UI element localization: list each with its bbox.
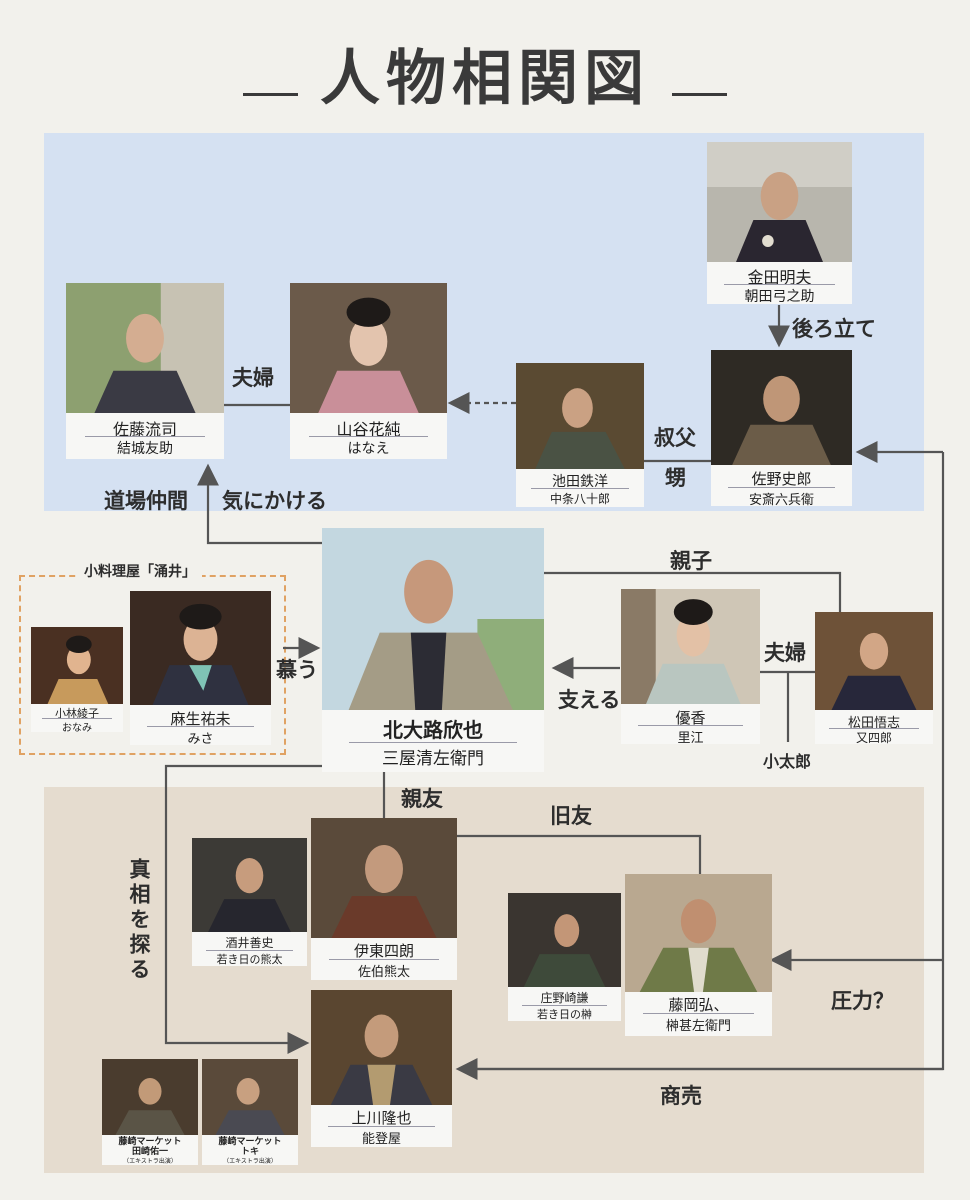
portrait-matsuda: [815, 612, 933, 710]
line-kyuyu: [457, 834, 702, 876]
label-shitau: 慕う: [276, 657, 318, 682]
label-atsuryoku: 圧力？: [831, 988, 894, 1013]
label-fuufu-mid: 夫婦: [764, 640, 806, 665]
portrait-shonosaki: [508, 893, 621, 987]
card-yamaya[interactable]: 山谷花純 はなえ: [290, 283, 447, 459]
label-sasaeru: 支える: [558, 687, 621, 712]
page-title: 人物相関図: [0, 30, 970, 117]
portrait-fujioka: [625, 874, 772, 992]
arrow-shinso: [164, 764, 322, 1054]
label-ushirodate: 後ろ立て: [792, 316, 876, 341]
label-dojo: 道場仲間: [104, 488, 188, 513]
portrait-ito: [311, 818, 457, 938]
portrait-sato: [66, 283, 224, 413]
card-sakai[interactable]: 酒井善史 若き日の熊太: [192, 838, 307, 966]
portrait-tazaki: [102, 1059, 198, 1135]
card-sano[interactable]: 佐野史郎 安斎六兵衛: [711, 350, 852, 508]
portrait-kaneda: [707, 142, 852, 262]
portrait-ikeda: [516, 363, 644, 469]
card-ikeda[interactable]: 池田鉄洋 中条八十郎: [516, 363, 644, 507]
portrait-yamaya: [290, 283, 447, 413]
title-rule-right: [672, 93, 727, 96]
label-kinikakeru: 気にかける: [222, 488, 327, 513]
card-kobayashi[interactable]: 小林綾子 おなみ: [31, 627, 123, 734]
card-toki[interactable]: 藤崎マーケット トキ （エキストラ出演）: [202, 1059, 298, 1165]
label-shinso: 真相を探る: [127, 858, 152, 983]
card-kamikawa[interactable]: 上川隆也 能登屋: [311, 990, 452, 1147]
portrait-kitaoji: [322, 528, 544, 710]
card-shonosaki[interactable]: 庄野崎謙 若き日の榊: [508, 893, 621, 1021]
title-rule-left: [243, 93, 298, 96]
label-oji: 叔父: [654, 425, 696, 450]
portrait-kamikawa: [311, 990, 452, 1105]
label-kyuyu: 旧友: [550, 803, 592, 828]
label-shobai: 商売: [660, 1083, 702, 1108]
card-ito[interactable]: 伊東四朗 佐伯熊太: [311, 818, 457, 980]
label-kotaro: 小太郎: [763, 752, 812, 771]
card-matsuda[interactable]: 松田悟志 又四郎: [815, 612, 933, 745]
label-oi: 甥: [665, 465, 686, 490]
portrait-yuka: [621, 589, 760, 704]
portrait-aso: [130, 591, 271, 705]
portrait-kobayashi: [31, 627, 123, 704]
label-oyako: 親子: [670, 548, 712, 573]
card-kitaoji[interactable]: 北大路欣也 三屋清左衛門: [322, 528, 544, 772]
portrait-sano: [711, 350, 852, 465]
arrow-kinikakeru: [197, 463, 322, 545]
card-tazaki[interactable]: 藤崎マーケット 田崎佑一 （エキストラ出演）: [102, 1059, 198, 1165]
card-kaneda[interactable]: 金田明夫 朝田弓之助: [707, 142, 852, 305]
card-aso[interactable]: 麻生祐未 みさ: [130, 591, 271, 747]
portrait-toki: [202, 1059, 298, 1135]
card-sato[interactable]: 佐藤流司 結城友助: [66, 283, 224, 459]
card-fujioka[interactable]: 藤岡弘、 榊甚左衛門: [625, 874, 772, 1036]
card-yuka[interactable]: 優香 里江: [621, 589, 760, 746]
line-oyako: [544, 571, 842, 612]
group-label: 小料理屋「涌井」: [78, 561, 202, 581]
label-fuufu-top: 夫婦: [232, 365, 274, 390]
portrait-sakai: [192, 838, 307, 932]
label-shinyu: 親友: [401, 786, 443, 811]
